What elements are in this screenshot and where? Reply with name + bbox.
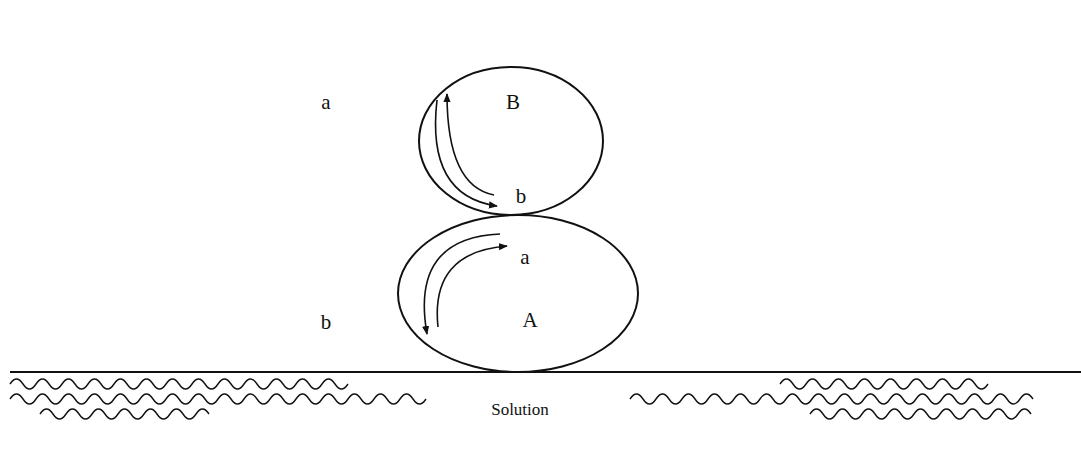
- sphere-outline: [397, 214, 639, 373]
- rotation-arrow: [437, 246, 507, 327]
- rotation-arrow: [436, 100, 497, 206]
- wave-line: [780, 379, 988, 389]
- wave-line: [10, 379, 348, 389]
- point-letter: b: [318, 311, 335, 334]
- sphere-outline: [418, 66, 604, 216]
- wave-line: [630, 394, 1033, 404]
- point-letter: a: [318, 91, 333, 114]
- solution-waves: [10, 379, 1033, 419]
- body-letter: B: [506, 92, 520, 113]
- wave-line: [40, 409, 209, 419]
- wave-line: [10, 394, 426, 404]
- sphere-b: Bb: [418, 66, 604, 216]
- sphere-a: aA: [397, 214, 639, 373]
- body-letter: A: [522, 310, 537, 331]
- point-letter: b: [516, 186, 527, 207]
- medium-label: Solution: [488, 400, 552, 419]
- rotation-arrow: [447, 94, 494, 195]
- point-letter: a: [520, 247, 529, 268]
- surface-line: [10, 371, 1081, 373]
- wave-line: [810, 409, 1031, 419]
